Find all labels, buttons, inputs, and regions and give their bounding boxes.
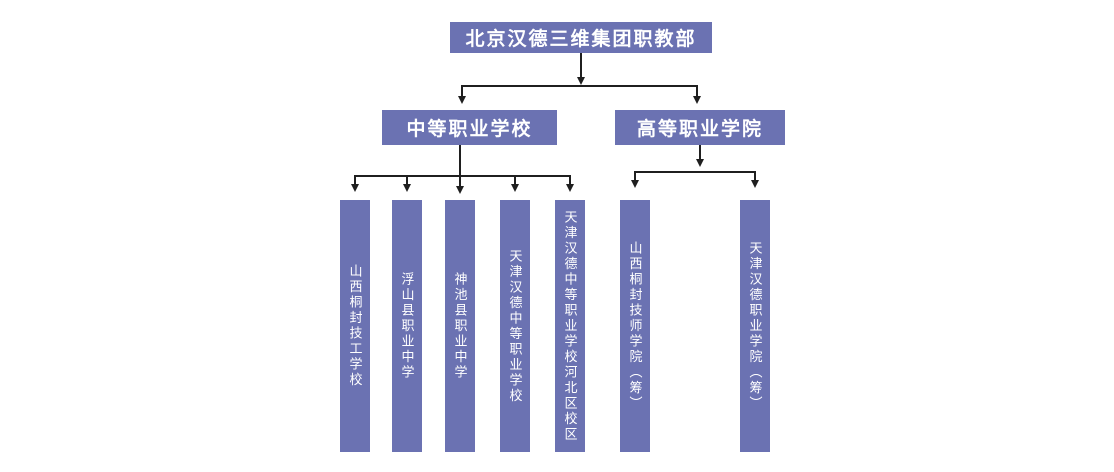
leaf-node-label: 浮山县职业中学: [399, 271, 415, 381]
leaf-node-label: 山西桐封技工学校: [347, 264, 363, 388]
arrowhead-icon: [351, 184, 359, 192]
leaf-node-label: 神池县职业中学: [452, 271, 468, 381]
connector-line: [634, 171, 636, 181]
root-node: 北京汉德三维集团职教部: [450, 22, 712, 53]
arrowhead-icon: [577, 77, 585, 85]
connector-line: [754, 171, 756, 181]
connector-line: [354, 175, 356, 185]
arrowhead-icon: [458, 96, 466, 104]
arrowhead-icon: [631, 180, 639, 188]
arrowhead-icon: [751, 180, 759, 188]
connector-line: [580, 53, 582, 77]
connector-line: [461, 85, 698, 87]
leaf-node: 天津汉德职业学院（筹）: [740, 200, 770, 452]
leaf-node: 天津汉德中等职业学校河北区校区: [555, 200, 585, 452]
connector-line: [461, 85, 463, 97]
leaf-node-label: 天津汉德中等职业学校: [507, 248, 523, 404]
leaf-node: 天津汉德中等职业学校: [500, 200, 530, 452]
leaf-node: 浮山县职业中学: [392, 200, 422, 452]
connector-line: [354, 175, 571, 177]
branch-node-higher: 高等职业学院: [615, 110, 785, 145]
leaf-node-label: 天津汉德职业学院（筹）: [747, 240, 763, 412]
connector-line: [569, 175, 571, 185]
arrowhead-icon: [566, 184, 574, 192]
leaf-node: 山西桐封技师学院（筹）: [620, 200, 650, 452]
connector-line: [459, 145, 461, 187]
connector-line: [696, 85, 698, 97]
arrowhead-icon: [693, 96, 701, 104]
connector-line: [514, 175, 516, 185]
connector-line: [634, 171, 756, 173]
connector-line: [699, 145, 701, 160]
arrowhead-icon: [696, 159, 704, 167]
arrowhead-icon: [456, 186, 464, 194]
connector-line: [406, 175, 408, 185]
leaf-node-label: 山西桐封技师学院（筹）: [627, 240, 643, 412]
leaf-node-label: 天津汉德中等职业学校河北区校区: [562, 209, 578, 443]
leaf-node: 神池县职业中学: [445, 200, 475, 452]
arrowhead-icon: [403, 184, 411, 192]
branch-node-secondary: 中等职业学校: [382, 110, 557, 145]
arrowhead-icon: [511, 184, 519, 192]
leaf-node: 山西桐封技工学校: [340, 200, 370, 452]
